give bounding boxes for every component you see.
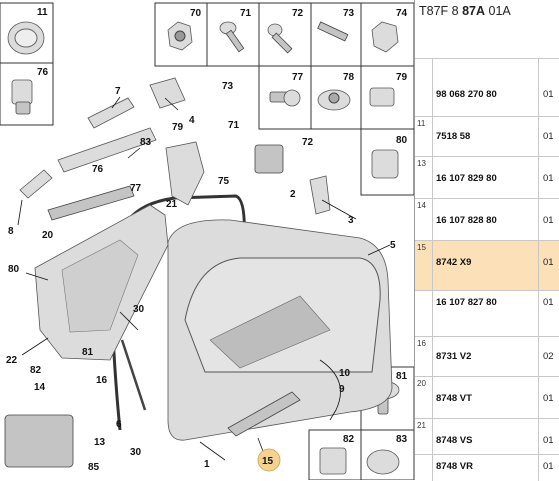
- callout-82-tile: 82: [343, 434, 355, 445]
- wiring-harness-9: [319, 359, 341, 421]
- callout-4: 4: [189, 115, 195, 126]
- callout-71-tile: 71: [240, 8, 252, 19]
- callout-7: 7: [115, 86, 121, 97]
- upper-trim-bar: [87, 97, 135, 129]
- callout-1: 1: [204, 459, 210, 470]
- parts-row[interactable]: 16 8731 V2 02: [415, 336, 559, 377]
- spoiler-trim: [57, 127, 157, 173]
- hinge-4: [149, 77, 186, 109]
- callout-8: 8: [8, 226, 14, 237]
- callout-83: 83: [140, 137, 152, 148]
- callout-10: 10: [339, 368, 351, 379]
- parts-list-panel: T87F 8 87A 01A 98 068 270 80 01 11 7518 …: [414, 0, 559, 481]
- tile-73: 73: [310, 2, 362, 67]
- callout-80: 80: [8, 264, 20, 275]
- tile-74: 74: [360, 2, 414, 67]
- callout-6: 6: [116, 419, 122, 430]
- callout-30a: 30: [133, 304, 145, 315]
- callout-72: 72: [302, 137, 314, 148]
- callout-2: 2: [290, 189, 296, 200]
- callout-21: 21: [166, 199, 178, 210]
- tile-70: 70: [154, 2, 208, 67]
- callout-85: 85: [88, 462, 100, 473]
- callout-75: 75: [218, 176, 230, 187]
- lamp-housing-21: [165, 141, 205, 206]
- tile-77: 77: [258, 65, 312, 130]
- exploded-parts-diagram: .box { fill:#fff; stroke:#333; stroke-wi…: [0, 2, 414, 480]
- callout-15-marker: [257, 448, 281, 472]
- side-trim-8: [19, 169, 53, 199]
- callout-81: 81: [82, 347, 94, 358]
- callout-80-tile: 80: [396, 135, 408, 146]
- parts-row[interactable]: 98 068 270 80 01: [415, 58, 559, 117]
- parts-row[interactable]: 11 7518 58 01: [415, 116, 559, 157]
- callout-73-tile: 73: [343, 8, 355, 19]
- callout-71: 71: [228, 120, 240, 131]
- parts-row[interactable]: 14 16 107 828 80 01: [415, 198, 559, 241]
- lower-trim-15: [227, 391, 301, 437]
- tile-83: 83: [360, 429, 414, 480]
- callout-82: 82: [30, 365, 42, 376]
- parts-row[interactable]: 20 8748 VT 01: [415, 376, 559, 419]
- callout-11: 11: [37, 7, 48, 18]
- callout-20: 20: [42, 230, 54, 241]
- parts-row-selected[interactable]: 15 8742 X9 01: [415, 240, 559, 291]
- callout-30b: 30: [130, 447, 142, 458]
- callout-22: 22: [6, 355, 18, 366]
- parts-row[interactable]: 8748 VR 01: [415, 454, 559, 481]
- tile-82: 82: [308, 429, 362, 480]
- callout-74: 74: [396, 8, 408, 19]
- callout-13: 13: [94, 437, 106, 448]
- callout-3: 3: [348, 215, 354, 226]
- callout-73: 73: [222, 81, 234, 92]
- callout-77: 77: [292, 72, 304, 83]
- tile-80: 80: [360, 128, 414, 196]
- callout-15: 15: [262, 456, 274, 467]
- callout-76: 76: [92, 164, 104, 175]
- gas-strut: [120, 339, 147, 411]
- callout-70: 70: [190, 8, 202, 19]
- callout-79-tile: 79: [396, 72, 408, 83]
- tile-78: 78: [310, 65, 362, 130]
- callout-76-tile: 76: [37, 67, 49, 78]
- latch-2: [254, 144, 284, 174]
- tile-79: 79: [360, 65, 414, 130]
- callout-72-tile: 72: [292, 8, 304, 19]
- callout-77-diagram: 77: [130, 183, 142, 194]
- parts-row[interactable]: 13 16 107 829 80 01: [415, 156, 559, 199]
- tile-71: 71: [206, 2, 260, 67]
- bracket-3: [309, 175, 331, 215]
- tile-76: 76: [0, 62, 54, 126]
- callout-83-tile: 83: [396, 434, 408, 445]
- callout-79: 79: [172, 122, 184, 133]
- lower-trim-strip: [47, 185, 135, 221]
- parts-row[interactable]: 21 8748 VS 01: [415, 418, 559, 455]
- fastener-kit-85: [4, 414, 74, 468]
- callout-5: 5: [390, 240, 396, 251]
- callout-9: 9: [339, 384, 345, 395]
- parts-row[interactable]: 16 107 827 80 01: [415, 290, 559, 337]
- tile-72: 72: [258, 2, 312, 67]
- callout-78: 78: [343, 72, 355, 83]
- tile-11: 11: [0, 2, 54, 64]
- callout-81-tile: 81: [396, 371, 408, 382]
- callout-14: 14: [34, 382, 46, 393]
- diagram-reference: T87F 8 87A 01A: [419, 4, 511, 18]
- callout-16: 16: [96, 375, 108, 386]
